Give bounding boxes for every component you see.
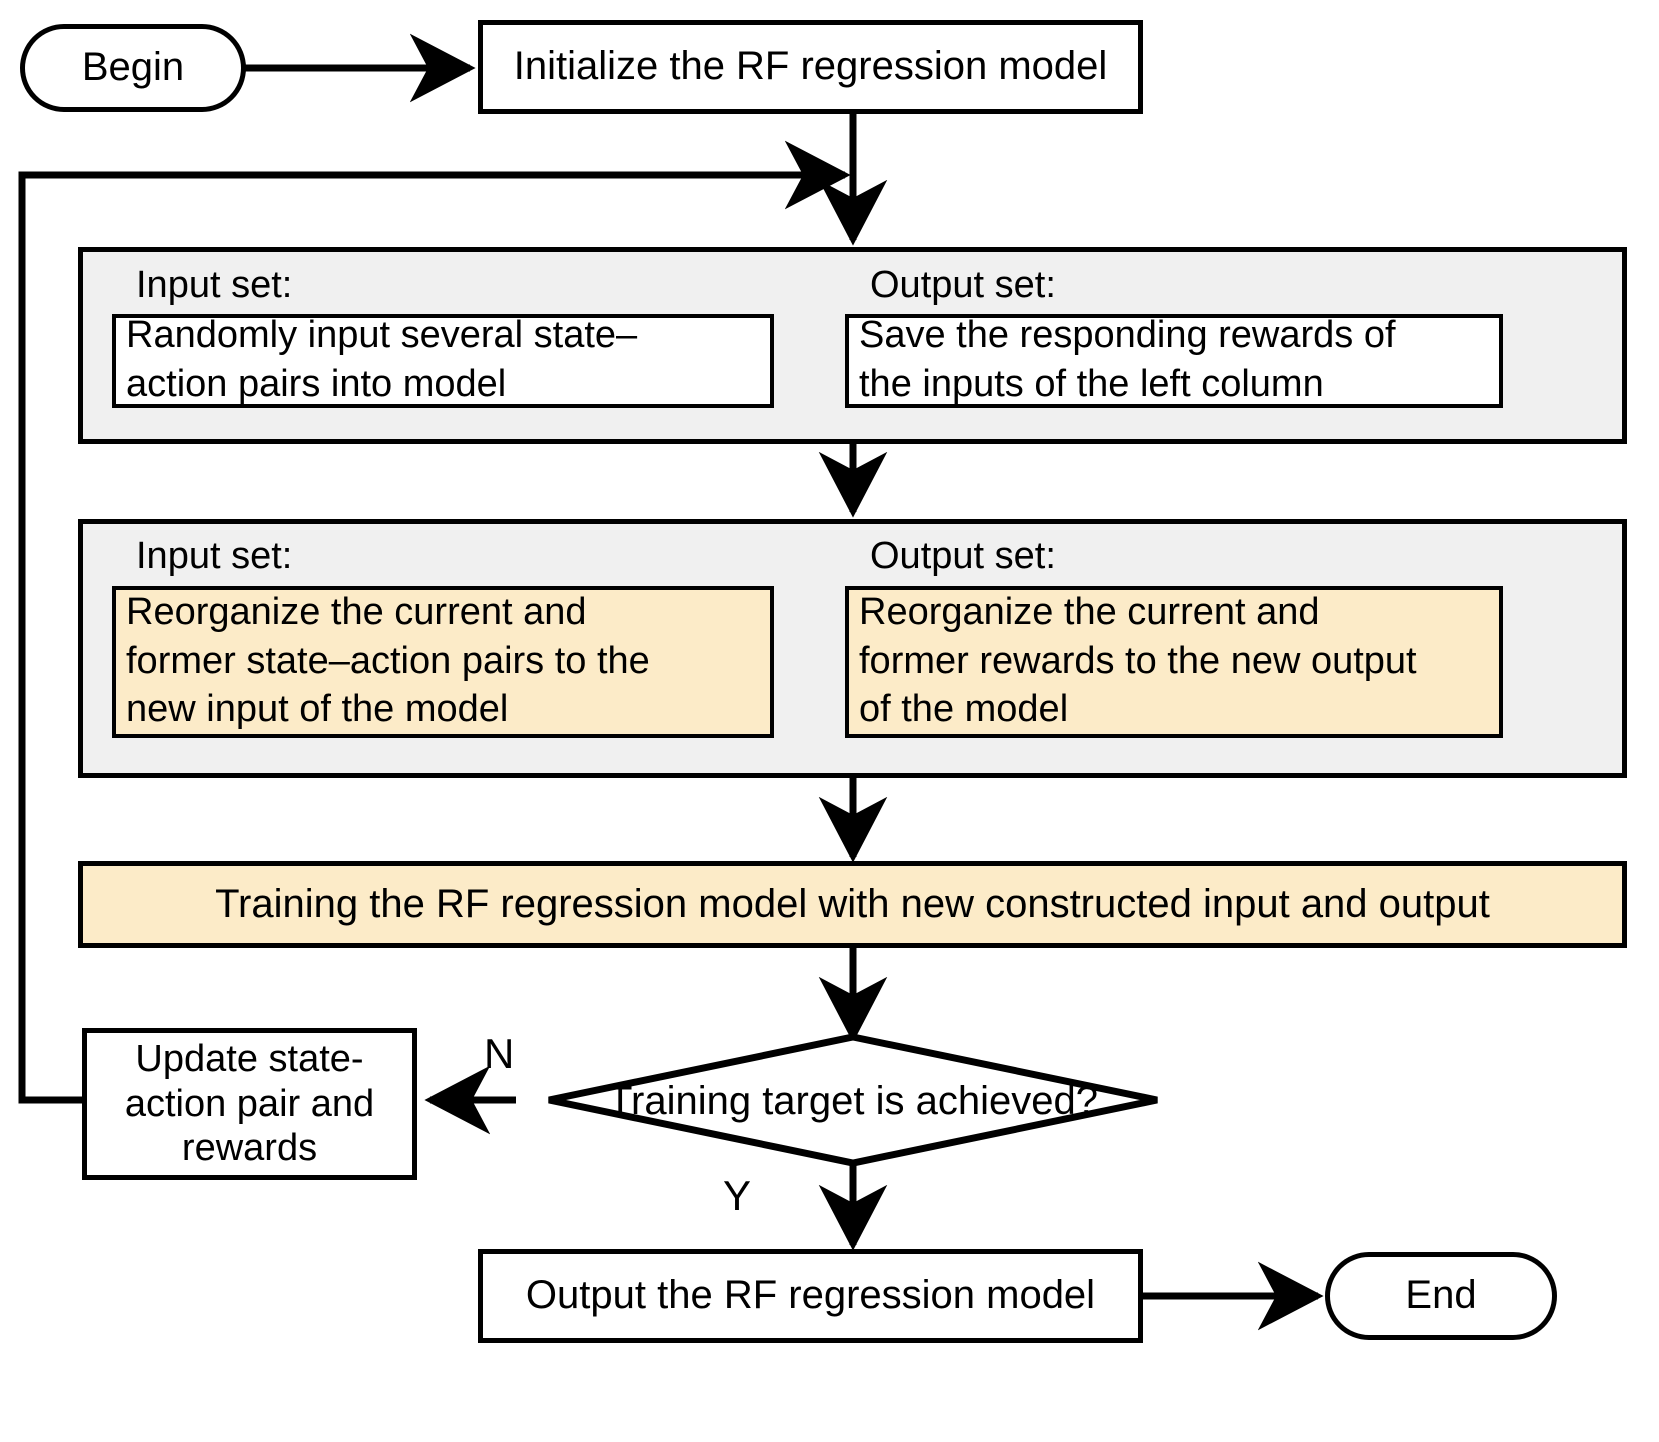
node-initialize-label: Initialize the RF regression model bbox=[513, 44, 1108, 89]
group-two-output-box[interactable]: Reorganize the current and former reward… bbox=[845, 586, 1503, 738]
node-output-label: Output the RF regression model bbox=[525, 1273, 1096, 1318]
node-output[interactable]: Output the RF regression model bbox=[478, 1249, 1143, 1343]
node-decision-label: Training target is achieved? bbox=[608, 1079, 1098, 1123]
node-initialize[interactable]: Initialize the RF regression model bbox=[478, 20, 1143, 114]
arrow-update-feedback-loop bbox=[18, 140, 851, 1104]
node-training[interactable]: Training the RF regression model with ne… bbox=[78, 861, 1627, 948]
node-begin[interactable]: Begin bbox=[20, 24, 246, 112]
group-one-output-text: Save the responding rewards of the input… bbox=[859, 314, 1396, 405]
group-two-input-text: Reorganize the current and former state–… bbox=[126, 591, 650, 731]
node-update-label: Update state- action pair and rewards bbox=[124, 1037, 375, 1170]
group-one-output-set-label: Output set: bbox=[870, 264, 1056, 306]
group-two-input-box[interactable]: Reorganize the current and former state–… bbox=[112, 586, 774, 738]
group-two-output-text: Reorganize the current and former reward… bbox=[859, 591, 1417, 731]
node-training-label: Training the RF regression model with ne… bbox=[215, 881, 1490, 926]
group-two-output-set-label: Output set: bbox=[870, 535, 1056, 577]
group-one-input-box[interactable]: Randomly input several state– action pai… bbox=[112, 314, 774, 408]
branch-label-no: N bbox=[484, 1030, 515, 1077]
group-two-input-set-label: Input set: bbox=[136, 535, 293, 577]
branch-label-yes: Y bbox=[723, 1172, 752, 1219]
group-one-input-set-label: Input set: bbox=[136, 264, 293, 306]
group-one-output-box[interactable]: Save the responding rewards of the input… bbox=[845, 314, 1503, 408]
decision-diamond[interactable] bbox=[548, 1033, 1158, 1167]
node-end[interactable]: End bbox=[1325, 1252, 1557, 1340]
node-end-label: End bbox=[1405, 1273, 1477, 1318]
node-begin-label: Begin bbox=[81, 45, 185, 90]
group-one-input-text: Randomly input several state– action pai… bbox=[126, 314, 638, 405]
node-update-state-action[interactable]: Update state- action pair and rewards bbox=[82, 1028, 417, 1180]
